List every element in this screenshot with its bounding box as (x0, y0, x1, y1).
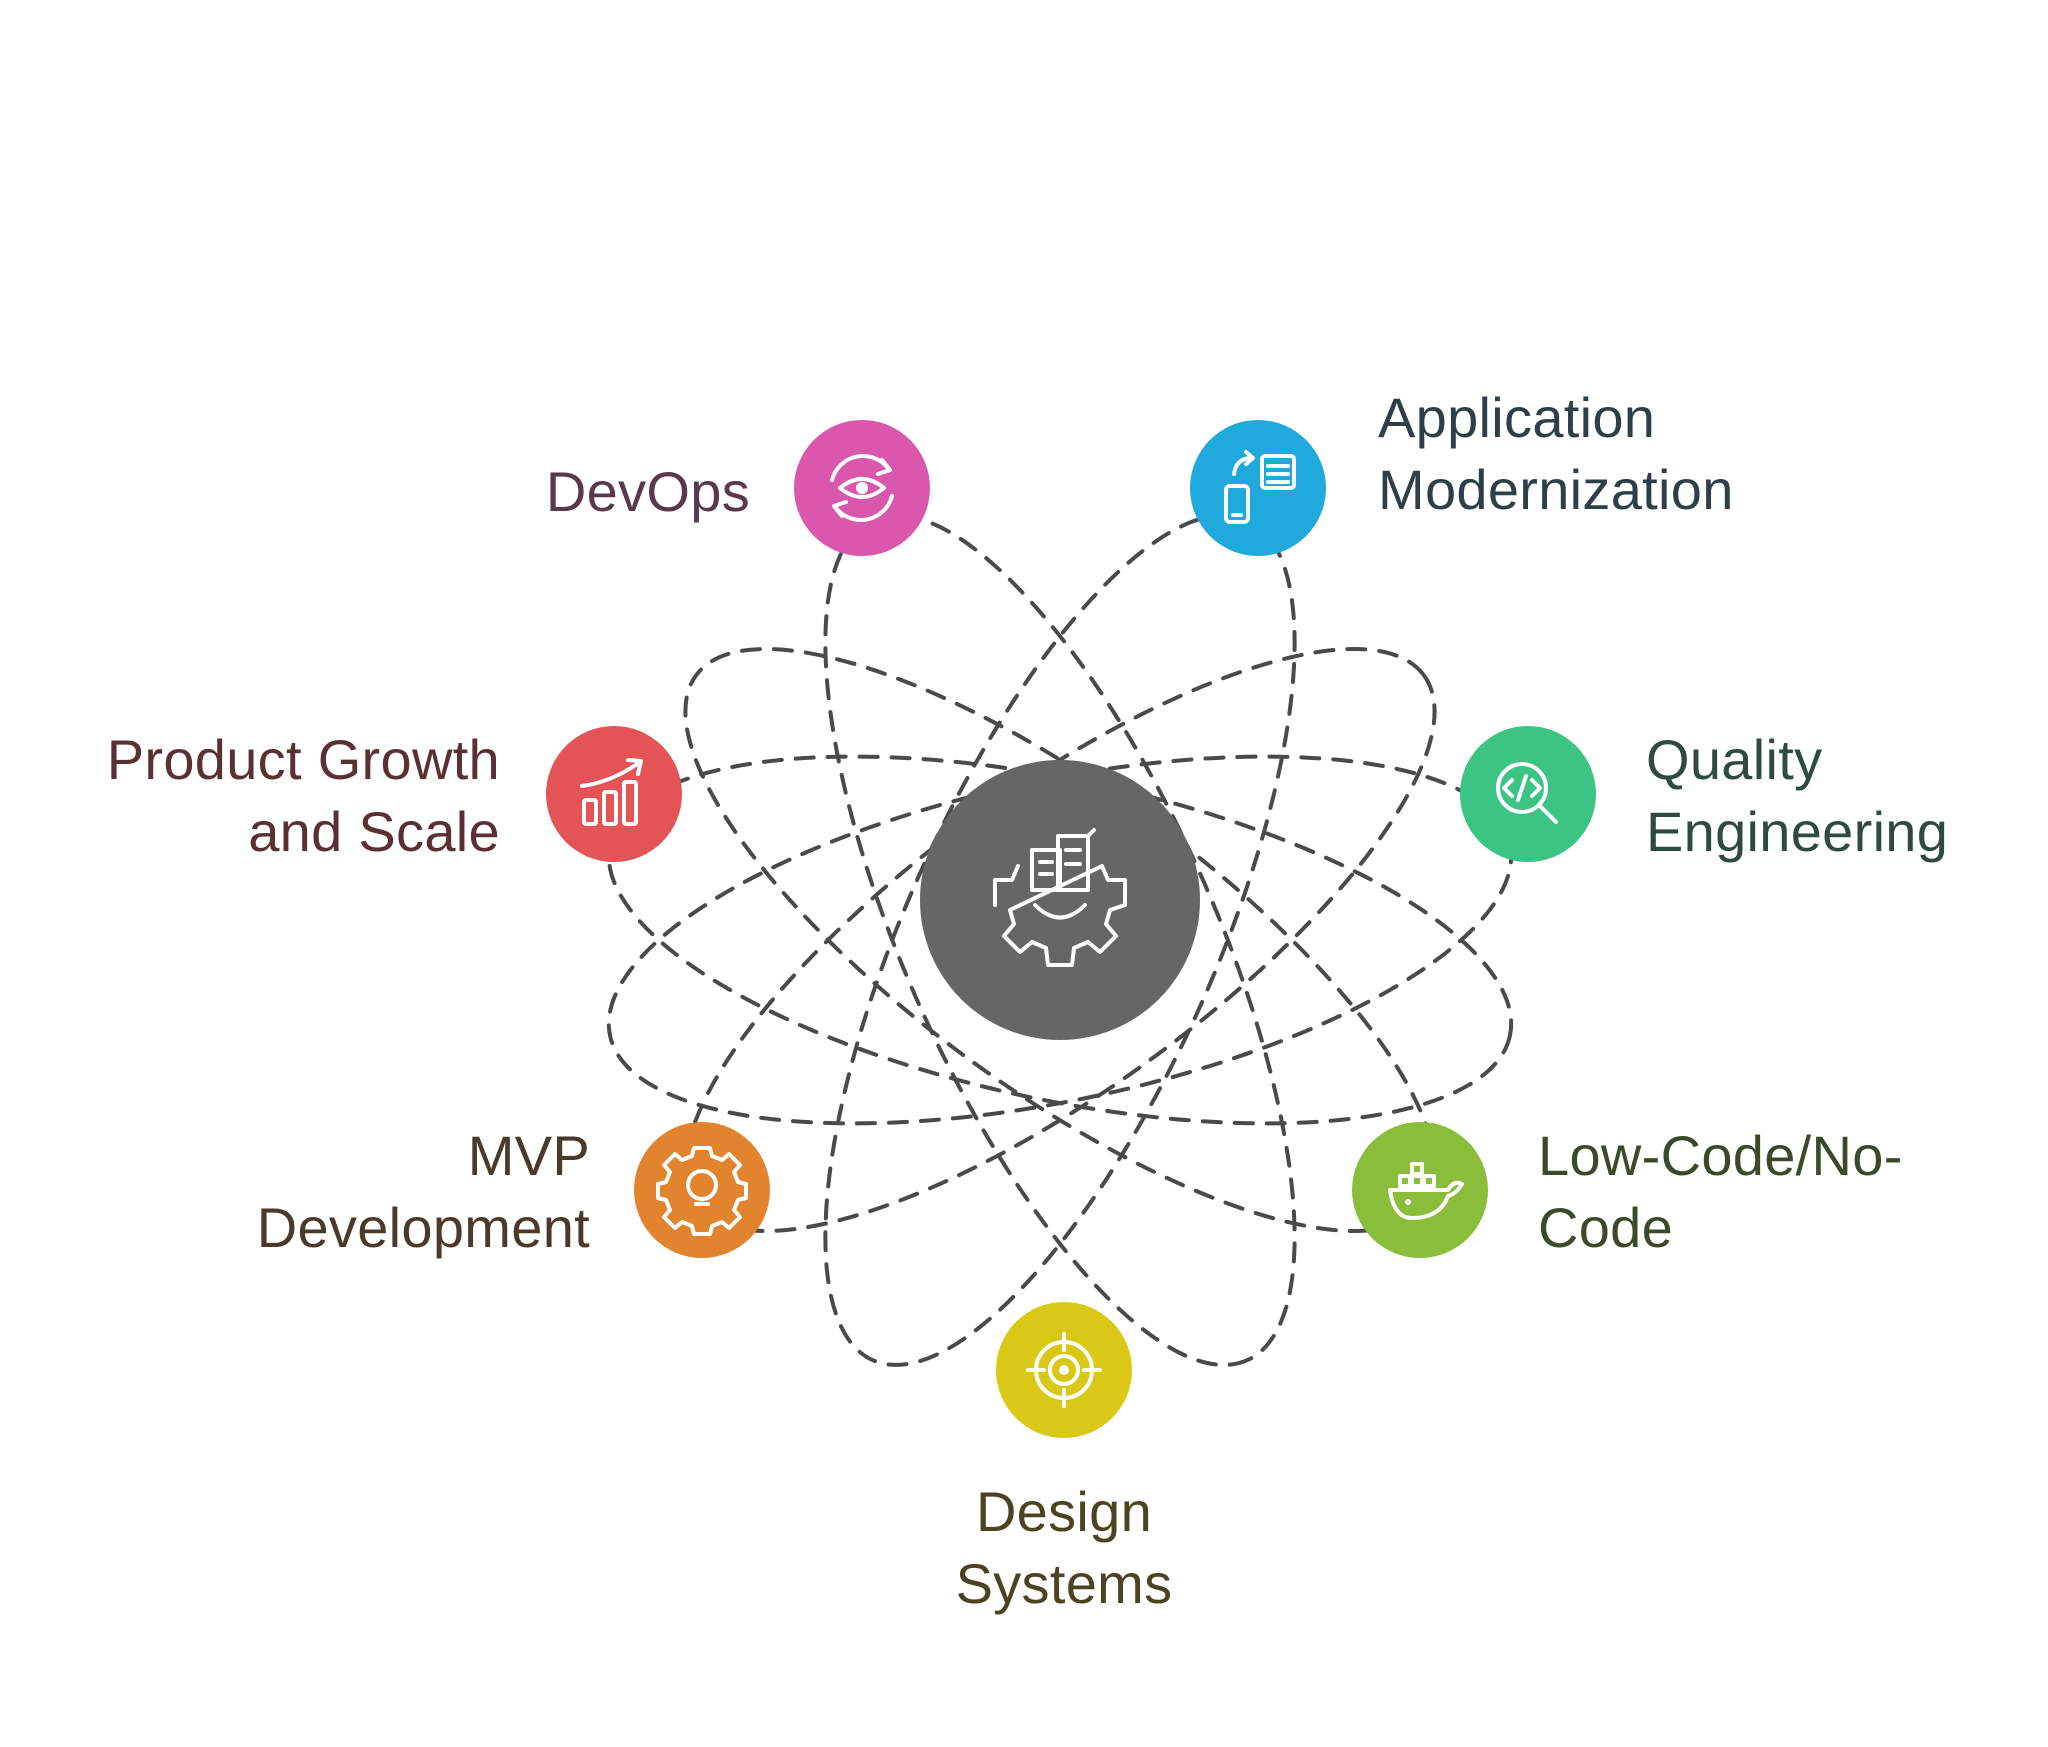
growth-chart-icon (580, 758, 643, 826)
node-product-growth-and-scale (546, 726, 682, 862)
center-hub (920, 760, 1200, 1040)
code-search-icon (1496, 762, 1558, 824)
node-application-modernization-circle (1190, 420, 1326, 556)
label-devops: DevOps (545, 460, 750, 523)
gear-bulb-icon (656, 1146, 748, 1236)
label-application-modernization: Application Modernization (1378, 386, 1734, 521)
node-design-systems (996, 1302, 1132, 1438)
node-quality-engineering (1460, 726, 1596, 862)
node-devops (794, 420, 930, 556)
node-mvp-development (634, 1122, 770, 1258)
label-design-systems: Design Systems (955, 1480, 1173, 1615)
node-low-code-no-code (1352, 1122, 1488, 1258)
mobile-sync-icon (1224, 450, 1296, 524)
node-mvp-development-circle (634, 1122, 770, 1258)
container-whale-icon (1388, 1162, 1464, 1220)
label-low-code-no-code: Low-Code/No- Code (1538, 1124, 1903, 1259)
target-icon (1026, 1332, 1102, 1408)
label-quality-engineering: Quality Engineering (1646, 728, 1949, 863)
label-mvp-development: MVP Development (256, 1124, 590, 1259)
node-quality-engineering-circle (1460, 726, 1596, 862)
refresh-eye-icon (830, 454, 894, 522)
node-application-modernization (1190, 420, 1326, 556)
gear-building-icon (993, 828, 1127, 967)
label-product-growth-and-scale: Product Growth and Scale (106, 728, 500, 863)
